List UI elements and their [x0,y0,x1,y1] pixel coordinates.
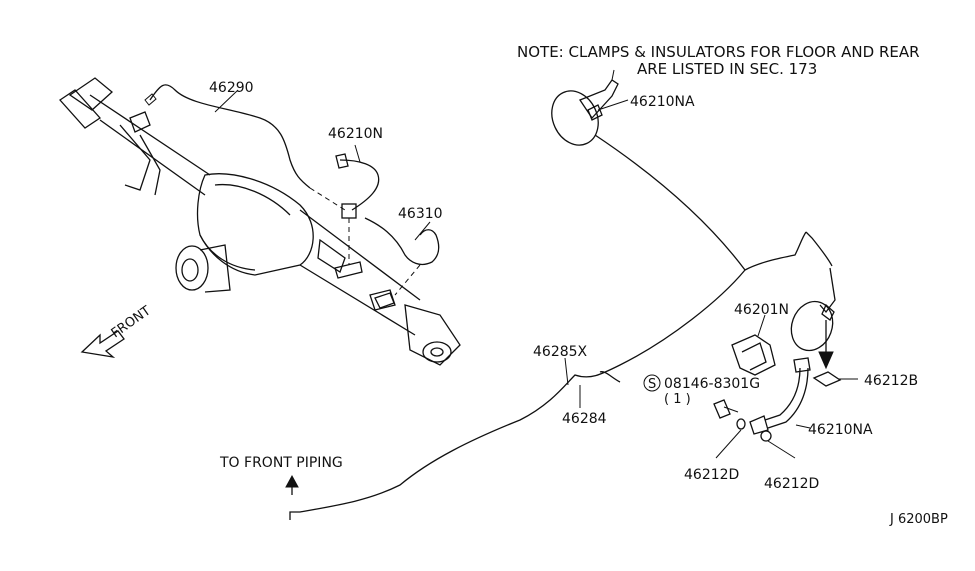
rear-axle-assembly [59,77,461,366]
pipe-46284 [289,134,746,520]
down-arrow-icon [818,320,834,370]
washer-46212D-left [715,418,746,459]
label-46210N: 46210N [328,126,383,142]
label-46212D-right: 46212D [764,476,819,492]
solid-up-arrow-icon [285,474,299,495]
washer-46212D-right [760,430,796,459]
clamp-right [790,267,836,352]
label-46212B: 46212B [864,373,918,389]
note-line-2: ARE LISTED IN SEC. 173 [637,60,817,78]
label-bolt-qty: ( 1 ) [664,392,691,407]
pipe-46310 [364,217,440,309]
clip-46212B [812,371,858,387]
label-46285X: 46285X [533,344,588,360]
front-arrow-icon [80,330,125,359]
label-46201N: 46201N [734,302,789,318]
front-direction-label: FRONT [109,303,154,341]
bolt-symbol: S [648,377,656,392]
hose-46210NA-bottom [749,357,811,435]
label-46210NA-bottom: 46210NA [808,422,873,438]
bracket-46201N [731,314,776,376]
pipe-46290 [149,84,311,189]
label-front-piping: TO FRONT PIPING [219,455,343,471]
clamp-46210NA-top [551,69,629,146]
label-bolt-code: 08146-8301G [664,376,760,392]
note-line-1: NOTE: CLAMPS & INSULATORS FOR FLOOR AND … [517,43,920,61]
label-46212D-left: 46212D [684,467,739,483]
label-46284: 46284 [562,411,607,427]
diagram-code: J 6200BP [889,512,948,527]
label-46210NA-top: 46210NA [630,94,695,110]
label-46290: 46290 [209,80,254,96]
bolt-08146-8301G [643,374,739,419]
label-46310: 46310 [398,206,443,222]
s-symbol-icon [643,374,661,392]
hose-46210N [334,144,380,279]
